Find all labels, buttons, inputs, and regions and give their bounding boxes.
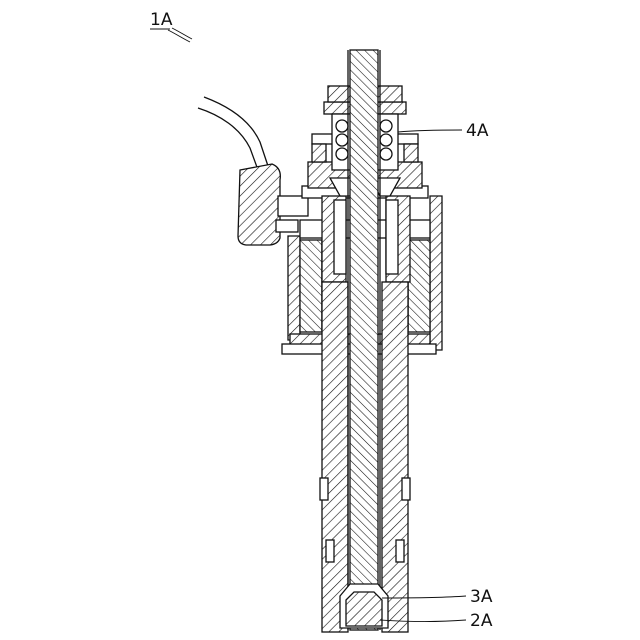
assembly-label: 1A [150, 10, 173, 30]
callout-label-3A: 3A [470, 587, 493, 607]
cable [198, 97, 268, 170]
connector-housing [238, 164, 308, 245]
callout-label-4A: 4A [466, 121, 489, 141]
callout-label-2A: 2A [470, 611, 493, 631]
central-shaft [348, 50, 380, 630]
assembly-label-group: 1A [150, 10, 192, 42]
nozzle-tip [340, 584, 388, 628]
assembly-label-leader [168, 28, 192, 42]
